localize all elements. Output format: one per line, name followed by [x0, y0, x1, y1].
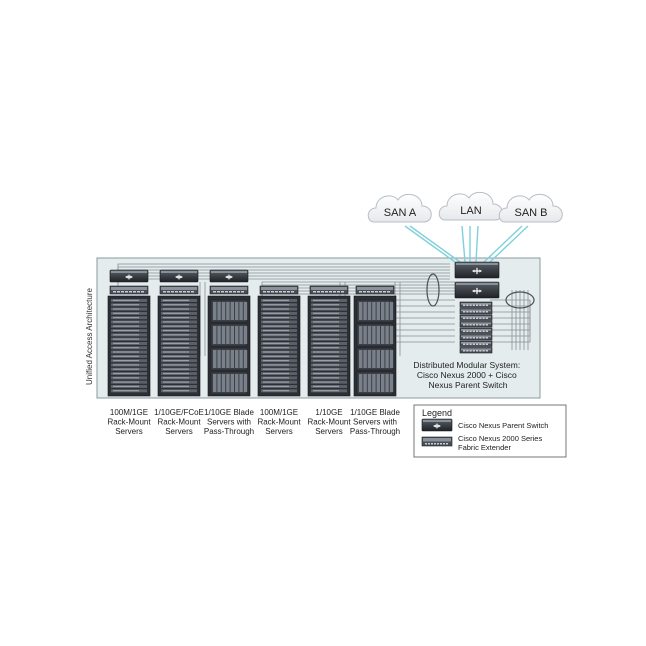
legend-parent-switch-icon — [421, 418, 453, 432]
core-system — [454, 261, 500, 354]
cloud-san-b: SAN B — [498, 193, 563, 223]
core-fabric-extender-5-icon — [459, 327, 493, 334]
legend-title: Legend — [422, 408, 452, 418]
legend-fabric-extender-icon — [421, 436, 453, 447]
rack-2-parent-switch-icon — [159, 269, 199, 283]
cloud-group: SAN A LAN SAN B — [367, 191, 563, 223]
rack-2-fabric-extender-icon — [159, 285, 199, 295]
legend-parent-label: Cisco Nexus Parent Switch — [458, 421, 548, 430]
core-fabric-extender-1-icon — [459, 301, 493, 308]
rack-3 — [207, 269, 251, 397]
architecture-label: Unified Access Architecture — [85, 288, 94, 385]
core-fabric-extender-7-icon — [459, 340, 493, 347]
rack-3-fabric-extender-icon — [209, 285, 249, 295]
rack-1 — [107, 269, 151, 397]
rack-1-fabric-extender-icon — [109, 285, 149, 295]
rack-group — [107, 269, 397, 397]
cloud-label-san-b: SAN B — [514, 207, 547, 219]
core-fabric-extender-8-icon — [459, 347, 493, 354]
rack-6 — [353, 285, 397, 397]
cloud-label-lan: LAN — [460, 205, 481, 217]
core-fabric-extender-4-icon — [459, 321, 493, 328]
rack-1-parent-switch-icon — [109, 269, 149, 283]
core-fabric-extender-6-icon — [459, 334, 493, 341]
core-fabric-extender-3-icon — [459, 314, 493, 321]
cloud-uplinks — [404, 225, 529, 263]
system-label: Distributed Modular System: Cisco Nexus … — [413, 360, 522, 390]
rack-3-parent-switch-icon — [209, 269, 249, 283]
legend-fex-label: Cisco Nexus 2000 Series Fabric Extender — [458, 434, 544, 452]
legend: Legend Cisco Nexus Parent Switch Cisco N… — [413, 404, 567, 458]
core-parent-switch-bottom-icon — [454, 281, 500, 299]
legend-fabric-extender-glyph — [421, 436, 453, 447]
rack-4 — [257, 285, 301, 397]
cable-loop-left — [426, 273, 440, 307]
core-parent-switch-top-icon — [454, 261, 500, 279]
core-fabric-extender-2-icon — [459, 308, 493, 315]
cable-loop-right — [505, 291, 535, 309]
rack-2 — [157, 269, 201, 397]
rack-5 — [307, 285, 351, 397]
rack-5-fabric-extender-icon — [309, 285, 349, 295]
cloud-lan: LAN — [438, 191, 503, 221]
server-area — [102, 280, 402, 396]
cloud-label-san-a: SAN A — [384, 207, 417, 219]
legend-parent-switch-glyph — [421, 418, 453, 432]
rack-4-fabric-extender-icon — [259, 285, 299, 295]
cloud-san-a: SAN A — [367, 193, 432, 223]
rack-6-fabric-extender-icon — [355, 285, 395, 295]
